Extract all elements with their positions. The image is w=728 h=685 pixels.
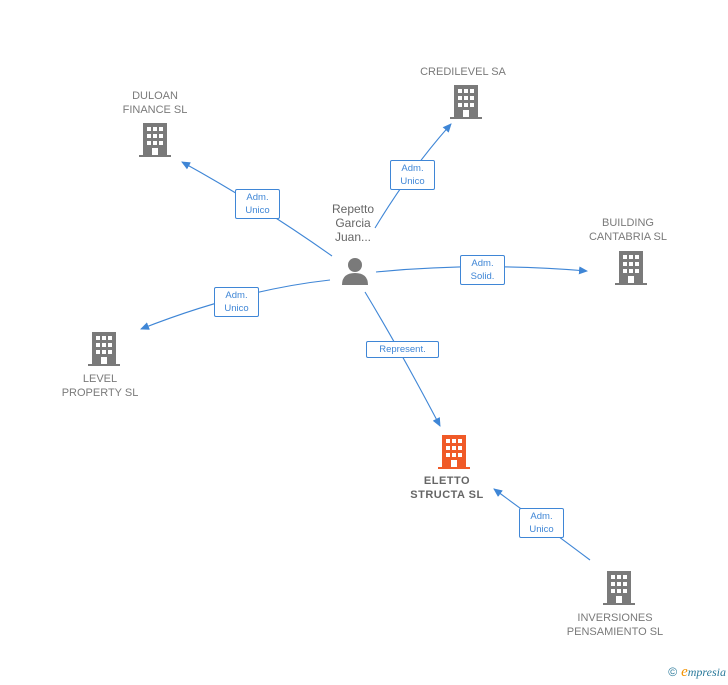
- company-label-building[interactable]: BUILDING CANTABRIA SL: [588, 217, 668, 243]
- edge-line-eletto: [364, 291, 441, 427]
- empresia-logo: ©empresia: [668, 664, 726, 681]
- building-icon-building-cantabria[interactable]: [615, 251, 647, 285]
- edge-label-inversiones: Adm. Unico: [519, 508, 564, 538]
- building-icon-eletto[interactable]: [438, 435, 470, 469]
- building-icon-duloan[interactable]: [139, 123, 171, 157]
- person-label[interactable]: Repetto Garcia Juan...: [331, 202, 375, 244]
- brand-initial: e: [681, 664, 688, 680]
- company-label-eletto[interactable]: ELETTO STRUCTA SL: [410, 475, 484, 501]
- brand-name: mpresia: [687, 665, 726, 679]
- edge-label-level: Adm. Unico: [214, 287, 259, 317]
- building-icon-credilevel[interactable]: [450, 85, 482, 119]
- company-label-credilevel[interactable]: CREDILEVEL SA: [420, 66, 506, 78]
- person-icon[interactable]: [340, 256, 370, 286]
- building-icon-inversiones[interactable]: [603, 571, 635, 605]
- building-icon-level[interactable]: [88, 332, 120, 366]
- company-label-duloan[interactable]: DULOAN FINANCE SL: [122, 90, 188, 116]
- edge-label-building: Adm. Solid.: [460, 255, 505, 285]
- company-label-inversiones[interactable]: INVERSIONES PENSAMIENTO SL: [566, 612, 664, 638]
- copyright-symbol: ©: [668, 665, 678, 679]
- company-label-level[interactable]: LEVEL PROPERTY SL: [61, 373, 139, 399]
- edge-label-duloan: Adm. Unico: [235, 189, 280, 219]
- edge-label-eletto: Represent.: [366, 341, 439, 358]
- edge-label-credilevel: Adm. Unico: [390, 160, 435, 190]
